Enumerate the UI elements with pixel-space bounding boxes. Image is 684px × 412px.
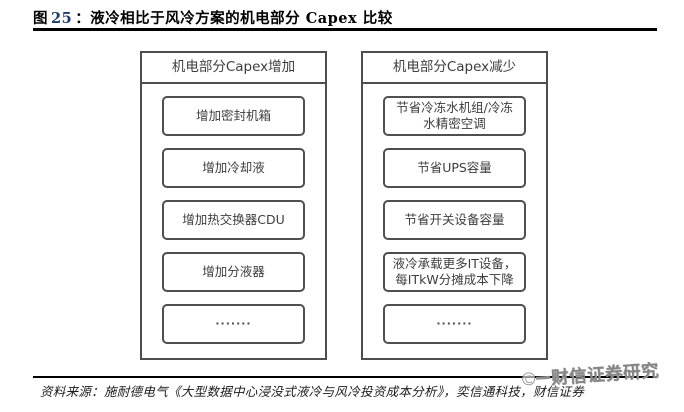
- source-attribution: 资料来源：施耐德电气《大型数据中心浸没式液冷与风冷投资成本分析》，奕信通科技，财…: [40, 384, 585, 399]
- capex-decrease-item: 节省UPS容量: [383, 148, 526, 188]
- capex-increase-column: 机电部分Capex增加 增加密封机箱 增加冷却液 增加热交换器CDU 增加分液器…: [140, 51, 327, 360]
- capex-increase-item: 增加密封机箱: [162, 96, 305, 136]
- capex-decrease-item: 节省开关设备容量: [383, 200, 526, 240]
- figure-number: 25: [51, 10, 73, 27]
- capex-decrease-column: 机电部分Capex减少 节省冷冻水机组/冷冻水精密空调 节省UPS容量 节省开关…: [361, 51, 548, 360]
- capex-decrease-item: 节省冷冻水机组/冷冻水精密空调: [383, 96, 526, 136]
- footer-divider-rule: [33, 376, 657, 378]
- capex-decrease-item-ellipsis: ·······: [383, 304, 526, 344]
- capex-increase-items: 增加密封机箱 增加冷却液 增加热交换器CDU 增加分液器 ·······: [142, 84, 325, 344]
- capex-decrease-item: 液冷承载更多IT设备，每ITkW分摊成本下降: [383, 252, 526, 292]
- capex-increase-header: 机电部分Capex增加: [142, 53, 325, 84]
- capex-increase-item: 增加热交换器CDU: [162, 200, 305, 240]
- capex-increase-item: 增加分液器: [162, 252, 305, 292]
- figure-label-prefix: 图: [33, 10, 48, 27]
- capex-decrease-header: 机电部分Capex减少: [363, 53, 546, 84]
- capex-decrease-items: 节省冷冻水机组/冷冻水精密空调 节省UPS容量 节省开关设备容量 液冷承载更多I…: [363, 84, 546, 344]
- figure-title-separator: ：: [75, 10, 91, 27]
- capex-increase-item: 增加冷却液: [162, 148, 305, 188]
- capex-increase-item-ellipsis: ·······: [162, 304, 305, 344]
- title-divider-rule: [33, 28, 657, 31]
- figure-title-text: 液冷相比于风冷方案的机电部分 Capex 比较: [90, 10, 393, 27]
